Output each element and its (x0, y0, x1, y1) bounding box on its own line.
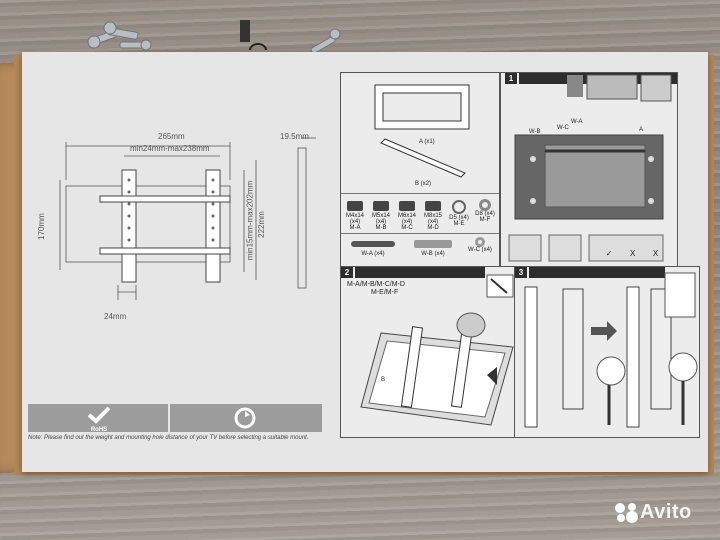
washer-item: D8 (x4)M-F (473, 199, 497, 231)
screw-item: M6x14 (x4)M-C (395, 199, 419, 231)
dim-offset-label: 24mm (104, 312, 127, 321)
screw-item: M5x14 (x4)M-B (369, 199, 393, 231)
step1-number: 1 (505, 73, 517, 84)
loose-screws (87, 20, 341, 54)
screw-list: M4x14 (x4)M-A M5x14 (x4)M-B M6x14 (x4)M-… (343, 199, 497, 231)
mount-dimension-drawing: 265mm min24mm-max238mm 19.5mm 170mm min1… (36, 120, 330, 330)
step1-label-wb: W-B (529, 129, 541, 135)
step2-label-b: B (381, 377, 386, 383)
step1-panel: 1 W-B W-C W-A A ✓ X X (500, 72, 678, 270)
loose-part (240, 20, 250, 42)
dim-total-height-label: 222mm (256, 211, 266, 238)
wall-hardware-list: W-A (x4) W-B (x4) W-C (x4) (345, 237, 495, 257)
part-a-label: A (x1) (419, 139, 435, 145)
check-mark: ✓ (605, 249, 613, 258)
dim-height-label: 170mm (36, 213, 46, 240)
dim-mount-width-label: min24mm-max238mm (130, 144, 210, 153)
cross-mark: X (652, 249, 659, 258)
step2-panel: 2 M-A/M-B/M-C/M-D M-E/M-F B (340, 266, 516, 438)
avito-logo-icon (615, 503, 638, 523)
wall-washer-item: W-C (x4) (465, 237, 495, 257)
screw-item: M8x15 (x4)M-D (421, 199, 445, 231)
step2-washer-codes: M-E/M-F (371, 289, 399, 296)
screw-item: M4x14 (x4)M-A (343, 199, 367, 231)
step2-screw-codes: M-A/M-B/M-C/M-D (347, 281, 405, 288)
recycle-icon (234, 407, 256, 429)
wall-screw-item: W-A (x4) (345, 237, 401, 257)
rohs-mark: RoHS (84, 406, 114, 433)
step2-number: 2 (341, 267, 353, 278)
step3-panel: 3 (514, 266, 700, 438)
washer-item: D5 (x4)M-E (447, 199, 471, 231)
avito-watermark: Avito (612, 500, 692, 524)
wall-anchor-item: W-B (x4) (408, 237, 458, 257)
cross-mark: X (630, 249, 636, 258)
parts-panel: A (x1) B (x2) M4x14 (x4)M-A M5x14 (x4)M-… (340, 72, 500, 270)
note-text: Note: Please find out the weight and mou… (28, 435, 309, 441)
dim-width-label: 265mm (158, 132, 185, 141)
step1-label-wa: W-A (571, 119, 583, 125)
part-b-label: B (x2) (415, 181, 432, 187)
dim-mount-height-label: min15mm-max202mm (245, 180, 255, 261)
step1-label-a: A (639, 127, 644, 133)
step1-label-wc: W-C (557, 125, 569, 131)
step3-number: 3 (515, 267, 527, 278)
avito-text: Avito (640, 500, 692, 523)
dim-depth-label: 19.5mm (280, 132, 309, 141)
step1-check-row: ✓ X X (597, 249, 667, 258)
